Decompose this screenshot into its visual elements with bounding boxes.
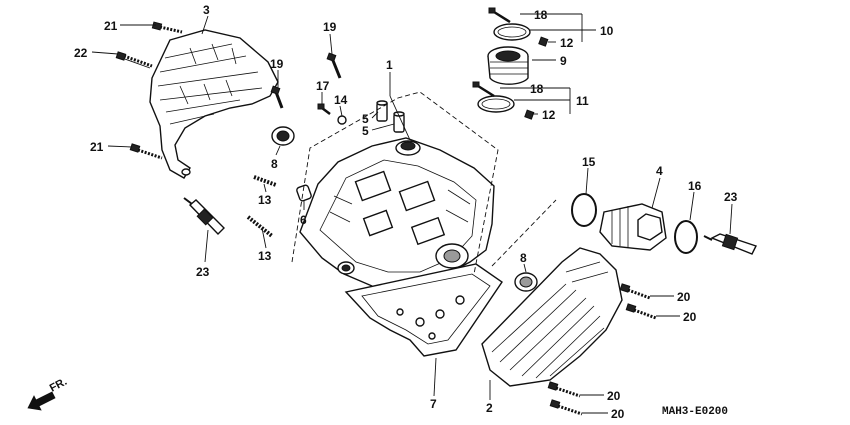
part-insulator-9 (487, 46, 529, 85)
callout-13-upper: 13 (258, 193, 272, 207)
oring-part-16 (674, 220, 698, 254)
callout-16: 16 (688, 179, 702, 193)
front-direction-label: FR. (48, 376, 69, 395)
part-cylinder-head (299, 137, 495, 293)
callout-21-top: 21 (104, 19, 118, 33)
callout-12-bottom: 12 (542, 108, 556, 122)
callout-19-left: 19 (270, 57, 284, 71)
callout-19-right: 19 (323, 20, 337, 34)
dowel-part-6 (296, 184, 312, 202)
nut-part-12-bottom (524, 109, 535, 120)
callout-10: 10 (600, 24, 614, 38)
callout-3: 3 (203, 3, 210, 17)
washer-part-14 (337, 115, 347, 125)
leader-lines (91, 13, 733, 414)
part-head-gasket (344, 263, 503, 357)
bolt-part-20-c (547, 381, 581, 398)
bolt-part-19-left (270, 85, 284, 109)
callout-8-right: 8 (520, 251, 527, 265)
callout-12-top: 12 (560, 36, 574, 50)
part-head-cover (149, 29, 279, 179)
spark-plug-part-23-left (183, 197, 225, 235)
bolt-part-20-a (619, 283, 651, 300)
part-seal-8-left (271, 126, 295, 146)
callout-22: 22 (74, 46, 88, 60)
assembly-guide-left (291, 91, 499, 275)
callout-18-top: 18 (534, 8, 548, 22)
bolt-part-22 (115, 51, 153, 69)
diagram-code: MAH3-E0200 (662, 406, 728, 418)
callout-8-left: 8 (271, 157, 278, 171)
assembly-guide-right (491, 199, 557, 267)
callout-13-lower: 13 (258, 249, 272, 263)
nut-part-12-top (538, 36, 549, 47)
callout-20-d: 20 (611, 407, 625, 421)
bolt-part-20-b (625, 303, 657, 320)
front-arrow-icon (27, 391, 56, 411)
part-side-cover (481, 247, 623, 387)
callout-5-upper: 5 (362, 112, 369, 126)
screw-part-18-top (488, 7, 511, 24)
callout-20-c: 20 (607, 389, 621, 403)
callout-2: 2 (486, 401, 493, 415)
oring-part-15 (571, 193, 597, 227)
callout-4: 4 (656, 164, 663, 178)
callout-1: 1 (386, 58, 393, 72)
spark-plug-part-23-right (703, 233, 757, 255)
callout-11: 11 (576, 94, 589, 108)
callout-18-bottom: 18 (530, 82, 544, 96)
callout-9: 9 (560, 54, 567, 68)
callout-23-left: 23 (196, 265, 210, 279)
callout-20-b: 20 (683, 310, 697, 324)
callout-7: 7 (430, 397, 437, 411)
stud-part-13-lower (246, 215, 274, 238)
part-sleeve-4 (599, 203, 667, 251)
callout-14: 14 (334, 93, 348, 107)
callout-5-lower: 5 (362, 124, 369, 138)
callout-labels: 3 21 22 21 19 8 13 13 23 6 19 17 14 5 5 … (74, 3, 738, 421)
front-direction-indicator: FR. (27, 376, 69, 411)
callout-21-bottom: 21 (90, 140, 104, 154)
callout-15: 15 (582, 155, 596, 169)
bolt-part-20-d (549, 399, 583, 416)
bolt-part-17 (317, 103, 331, 115)
bolt-part-21-top (151, 21, 183, 34)
callout-20-a: 20 (677, 290, 691, 304)
callout-6: 6 (300, 213, 307, 227)
part-clamp-11 (477, 95, 515, 113)
callout-23-right: 23 (724, 190, 738, 204)
bolt-part-19-right (326, 52, 342, 79)
stud-part-13-upper (253, 175, 277, 187)
dowel-pin-5-b (393, 111, 405, 133)
dowel-pin-5-a (376, 100, 388, 122)
callout-17: 17 (316, 79, 330, 93)
part-seal-8-right (514, 272, 538, 292)
part-clamp-10 (493, 23, 531, 41)
bolt-part-21-bottom (129, 143, 163, 160)
screw-part-18-bottom (472, 81, 495, 98)
